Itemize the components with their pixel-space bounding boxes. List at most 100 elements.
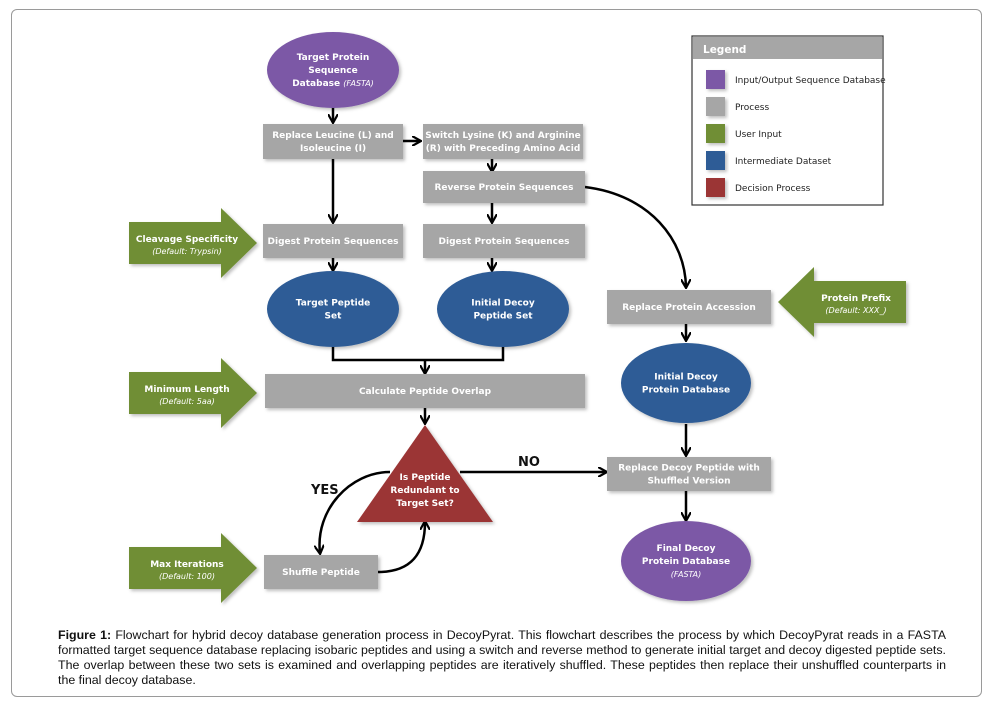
legend-label: Input/Output Sequence Database — [735, 76, 886, 86]
decision-label: Is Peptide — [400, 473, 451, 483]
legend-label: Process — [735, 103, 769, 113]
user-input-arrow — [129, 533, 257, 603]
node-digest-decoy: Digest Protein Sequences — [423, 224, 585, 258]
node-calc-overlap: Calculate Peptide Overlap — [265, 374, 585, 408]
user-input-protein-prefix: Protein Prefix (Default: XXX_) — [778, 267, 906, 337]
user-input-title: Cleavage Specificity — [136, 235, 238, 245]
switch_lysine-label: Switch Lysine (K) and Arginine — [425, 131, 580, 141]
replace_decoy_peptide-label: Replace Decoy Peptide with — [618, 464, 760, 474]
process-box — [263, 124, 403, 159]
process-box — [263, 224, 403, 258]
user-input-default: (Default: 100) — [159, 572, 215, 581]
replace_leucine-label: Replace Leucine (L) and — [272, 131, 394, 141]
legend-swatch — [706, 151, 725, 170]
yes-label: YES — [310, 483, 339, 498]
decision-label: Redundant to — [390, 486, 459, 496]
process-box — [607, 457, 771, 491]
edge-shuffle-to-decision — [377, 522, 425, 574]
intermediate-ellipse — [437, 271, 569, 347]
final_decoy_db-sublabel: (FASTA) — [671, 570, 702, 579]
caption-label: Figure 1: — [58, 628, 112, 642]
shuffle-label: Shuffle Peptide — [282, 568, 360, 578]
user-input-title: Protein Prefix — [821, 294, 891, 304]
user-input-min-length: Minimum Length (Default: 5aa) — [129, 358, 257, 428]
switch_lysine-label: (R) with Preceding Amino Acid — [426, 144, 581, 154]
target_peptide_set-label: Set — [325, 312, 343, 322]
digest_decoy-label: Digest Protein Sequences — [439, 237, 570, 247]
initial_decoy_protein_db-label: Initial Decoy — [654, 373, 718, 383]
edge-reverse-to-accession — [584, 185, 686, 287]
user-input-arrow — [129, 358, 257, 428]
legend-item: Intermediate Dataset — [706, 151, 832, 170]
legend-label: User Input — [735, 130, 782, 140]
initial_decoy_protein_db-label: Protein Database — [642, 386, 730, 396]
node-digest-target: Digest Protein Sequences — [263, 224, 403, 258]
intermediate-ellipse — [267, 271, 399, 347]
edge-sets-merge — [331, 345, 505, 362]
caption-text: Flowchart for hybrid decoy database gene… — [58, 628, 946, 687]
legend-swatch — [706, 124, 725, 143]
target_db-label: Target Protein — [297, 53, 370, 63]
decision-triangle — [357, 425, 493, 522]
initial_decoy_peptide_set-label: Peptide Set — [473, 312, 533, 322]
node-switch-lysine: Switch Lysine (K) and Arginine (R) with P… — [423, 124, 583, 159]
user-input-max-iter: Max Iterations (Default: 100) — [129, 533, 257, 603]
user-input-arrow — [778, 267, 906, 337]
legend-item: User Input — [706, 124, 782, 143]
final_decoy_db-label: Final Decoy — [657, 544, 716, 554]
legend-swatch — [706, 178, 725, 197]
input_output-ellipse — [267, 32, 399, 108]
process-box — [607, 290, 771, 324]
input_output-ellipse — [621, 521, 751, 601]
digest_target-label: Digest Protein Sequences — [268, 237, 399, 247]
legend-label: Intermediate Dataset — [735, 157, 832, 167]
edge-decision-yes — [320, 470, 391, 553]
legend-item: Input/Output Sequence Database — [706, 70, 886, 89]
legend-header — [693, 37, 882, 59]
process-box — [265, 374, 585, 408]
target_peptide_set-label: Target Peptide — [296, 299, 371, 309]
reverse-label: Reverse Protein Sequences — [434, 183, 573, 193]
user-input-default: (Default: XXX_) — [825, 306, 886, 315]
process-box — [423, 171, 585, 203]
decision-label: Target Set? — [396, 499, 454, 509]
user-input-cleavage: Cleavage Specificity (Default: Trypsin) — [129, 208, 257, 278]
user-input-default: (Default: 5aa) — [159, 397, 215, 406]
node-shuffle: Shuffle Peptide — [264, 555, 378, 589]
user-input-arrow — [129, 208, 257, 278]
node-reverse: Reverse Protein Sequences — [423, 171, 585, 203]
legend-swatch — [706, 70, 725, 89]
legend-item: Process — [706, 97, 769, 116]
replace_accession-label: Replace Protein Accession — [622, 303, 756, 313]
legend-label: Decision Process — [735, 184, 811, 194]
intermediate-ellipse — [621, 343, 751, 423]
initial_decoy_peptide_set-label: Initial Decoy — [471, 299, 535, 309]
target_db-label: Sequence — [308, 66, 357, 76]
process-box — [264, 555, 378, 589]
target_db-label: Database (FASTA) — [292, 79, 374, 89]
final_decoy_db-label: Protein Database — [642, 557, 730, 567]
legend: Legend Input/Output Sequence DatabasePro… — [691, 35, 886, 206]
figure-caption: Figure 1: Flowchart for hybrid decoy dat… — [58, 628, 946, 688]
calc_overlap-label: Calculate Peptide Overlap — [359, 387, 492, 397]
legend-box — [691, 35, 884, 206]
no-label: NO — [518, 455, 540, 470]
legend-title: Legend — [703, 44, 746, 56]
replace_leucine-label: Isoleucine (I) — [300, 144, 366, 154]
user-input-default: (Default: Trypsin) — [152, 247, 222, 256]
legend-item: Decision Process — [706, 178, 811, 197]
node-replace-accession: Replace Protein Accession — [607, 290, 771, 324]
user-input-title: Max Iterations — [150, 560, 224, 570]
process-box — [423, 124, 583, 159]
user-input-title: Minimum Length — [144, 385, 229, 395]
legend-swatch — [706, 97, 725, 116]
